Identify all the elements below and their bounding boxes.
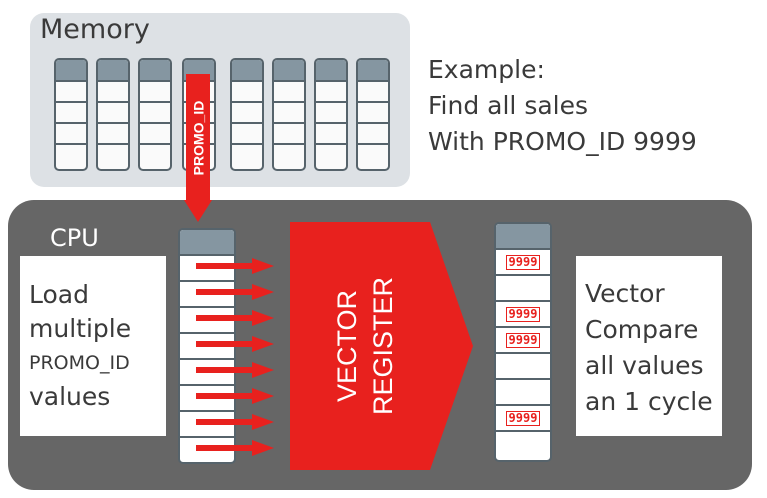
memory-cell [56, 82, 86, 103]
memory-cell [274, 103, 304, 124]
match-badge: 9999 [505, 254, 541, 270]
load-description-text: Load multiple PROMO_ID values [29, 278, 131, 414]
result-cell: 9999 [496, 328, 550, 354]
result-cell: 9999 [496, 250, 550, 276]
memory-cell [232, 103, 262, 124]
down-arrow-icon [184, 200, 212, 222]
compare-line: Compare [585, 315, 699, 344]
register-cell [180, 282, 234, 308]
memory-column [230, 58, 264, 171]
column-cap [316, 60, 346, 82]
right-arrow-icon [196, 414, 274, 430]
column-cap [56, 60, 86, 82]
load-line: values [29, 382, 111, 411]
memory-cell [358, 124, 388, 145]
load-line: PROMO_ID [29, 352, 130, 374]
result-register-column: 9999 9999 9999 9999 [494, 222, 552, 462]
register-cell [180, 256, 234, 282]
vector-label-line: VECTOR [332, 289, 362, 403]
result-cell [496, 354, 550, 380]
result-cell [496, 432, 550, 458]
vector-register-label: VECTOR REGISTER [290, 222, 440, 470]
promo-id-label: PROMO_ID [186, 74, 210, 202]
cpu-title: CPU [50, 224, 99, 252]
column-cap [358, 60, 388, 82]
column-cap [232, 60, 262, 82]
memory-cell [232, 145, 262, 166]
register-cell [180, 412, 234, 438]
right-arrow-icon [196, 336, 274, 352]
column-cap [496, 224, 550, 250]
memory-cell [98, 103, 128, 124]
memory-cell [140, 124, 170, 145]
load-line: multiple [29, 314, 132, 343]
memory-cell [140, 145, 170, 166]
memory-column [138, 58, 172, 171]
memory-column [54, 58, 88, 171]
compare-line: Vector [585, 279, 665, 308]
load-line: Load [29, 280, 89, 309]
memory-column [314, 58, 348, 171]
register-cell [180, 360, 234, 386]
right-arrow-icon [196, 310, 274, 326]
memory-cell [140, 103, 170, 124]
example-text: Example: Find all sales With PROMO_ID 99… [428, 52, 697, 160]
example-line: With PROMO_ID 9999 [428, 127, 697, 156]
memory-cell [274, 82, 304, 103]
match-badge: 9999 [505, 332, 541, 348]
memory-cell [316, 145, 346, 166]
compare-description-text: Vector Compare all values an 1 cycle [585, 276, 713, 420]
match-badge: 9999 [505, 306, 541, 322]
right-arrow-icon [196, 284, 274, 300]
promo-id-text: PROMO_ID [190, 100, 206, 176]
memory-cell [140, 82, 170, 103]
memory-column [356, 58, 390, 171]
memory-cell [274, 124, 304, 145]
memory-cell [232, 124, 262, 145]
memory-cell [316, 82, 346, 103]
example-line: Example: [428, 55, 545, 84]
load-description-box [20, 256, 166, 436]
memory-cell [98, 82, 128, 103]
right-arrow-icon [196, 258, 274, 274]
promo-id-bar [186, 74, 210, 202]
memory-cell [98, 145, 128, 166]
register-cell [180, 334, 234, 360]
memory-cell [358, 82, 388, 103]
memory-cell [232, 82, 262, 103]
memory-cell [98, 124, 128, 145]
memory-cell [274, 145, 304, 166]
column-cap [98, 60, 128, 82]
memory-cell [358, 103, 388, 124]
compare-line: all values [585, 351, 704, 380]
memory-title: Memory [40, 14, 150, 45]
example-line: Find all sales [428, 91, 589, 120]
result-cell [496, 380, 550, 406]
compare-line: an 1 cycle [585, 387, 713, 416]
result-cell: 9999 [496, 406, 550, 432]
memory-cell [56, 103, 86, 124]
vector-label-line: REGISTER [368, 276, 398, 416]
column-cap [180, 230, 234, 256]
vector-register-shape [290, 222, 473, 470]
result-cell: 9999 [496, 302, 550, 328]
result-cell [496, 276, 550, 302]
compare-description-box [576, 256, 722, 436]
memory-cell [358, 145, 388, 166]
match-badge: 9999 [505, 410, 541, 426]
register-cell [180, 308, 234, 334]
right-arrow-icon [196, 388, 274, 404]
column-cap [274, 60, 304, 82]
memory-column [272, 58, 306, 171]
memory-cell [56, 145, 86, 166]
memory-cell [316, 124, 346, 145]
column-cap [140, 60, 170, 82]
memory-column [96, 58, 130, 171]
memory-cell [316, 103, 346, 124]
memory-cell [56, 124, 86, 145]
right-arrow-icon [196, 362, 274, 378]
right-arrow-icon [196, 440, 274, 456]
register-cell [180, 386, 234, 412]
